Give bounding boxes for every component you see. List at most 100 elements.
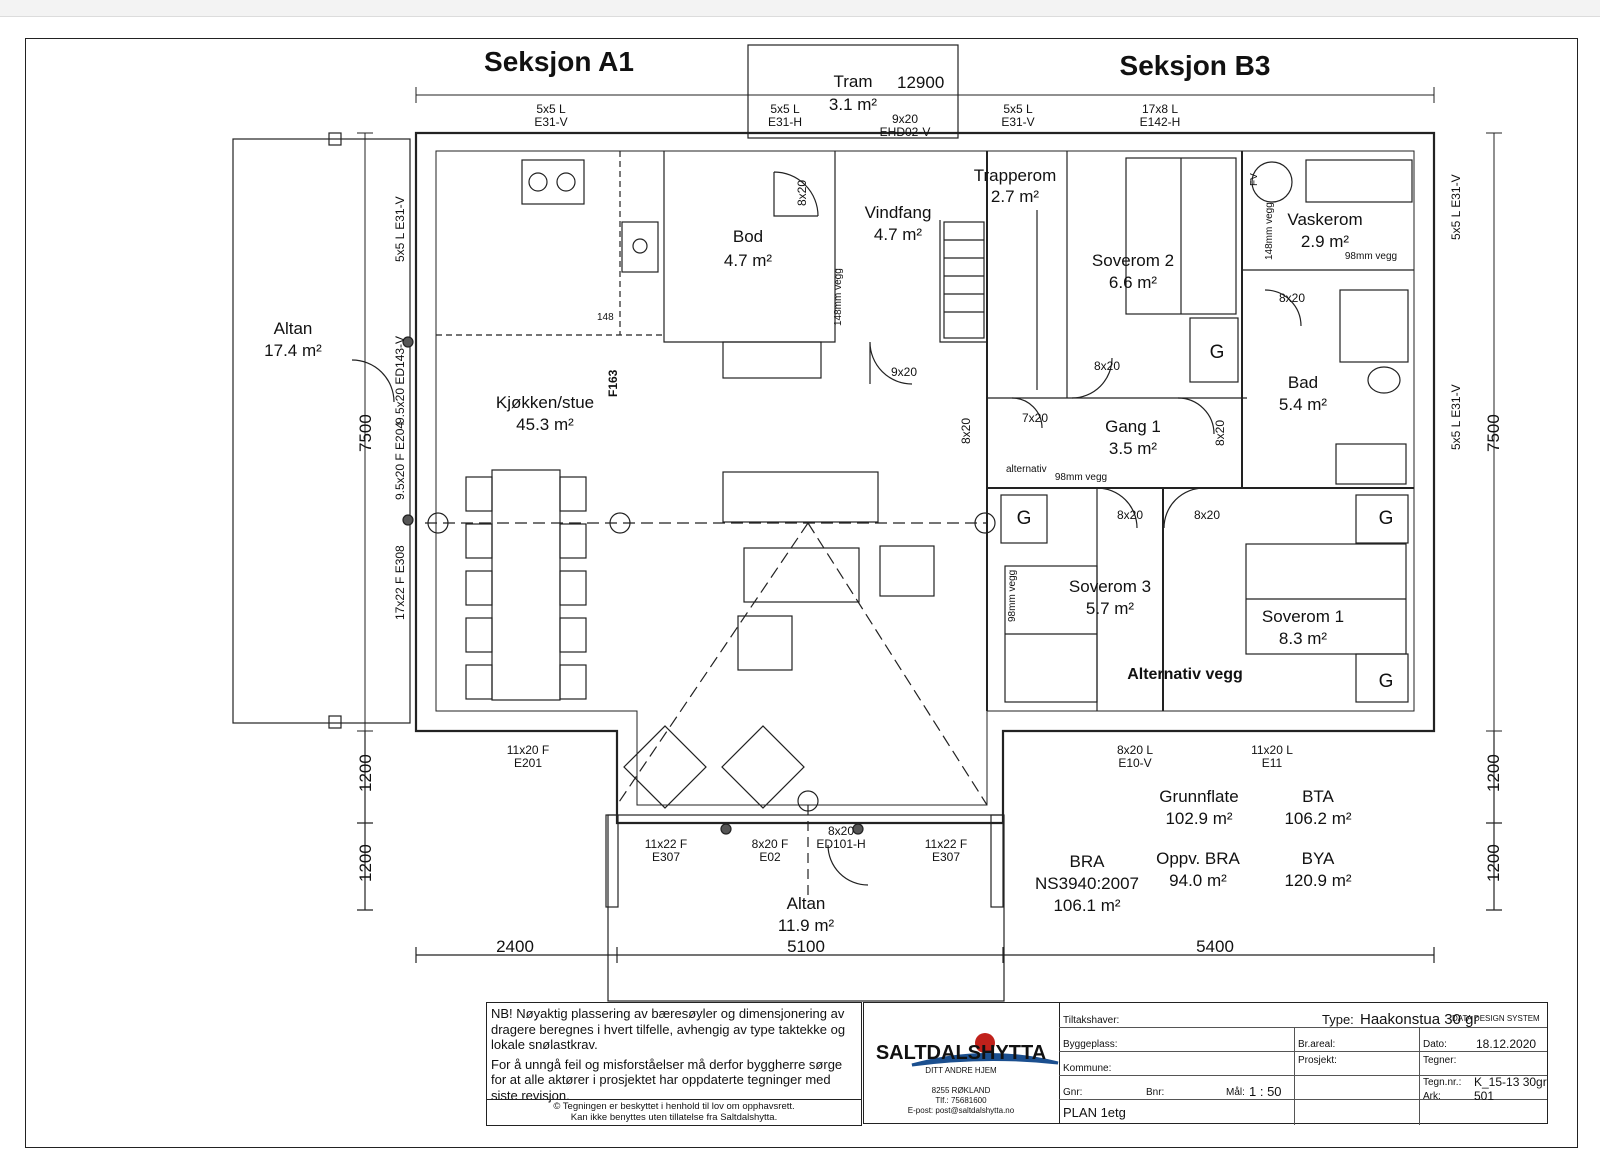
west-terrace-outline xyxy=(232,138,411,724)
scale-value: 1 : 50 xyxy=(1249,1084,1282,1099)
ark-value: 501 xyxy=(1474,1089,1495,1103)
room-vaskerom-name: Vaskerom xyxy=(1287,210,1363,229)
window-label-vertical: 5x5 L E31-V xyxy=(1449,384,1463,450)
room-soverom1-name: Soverom 1 xyxy=(1261,607,1345,626)
sofa xyxy=(722,471,879,523)
window-label: E307 xyxy=(931,850,961,864)
window-label: E02 xyxy=(759,850,781,864)
dimension-left-1200: 1200 xyxy=(356,754,375,792)
alternativ-vegg-label: Alternativ vegg xyxy=(1127,666,1243,683)
company-name: SALTDALSHYTTA xyxy=(875,1042,1047,1064)
area-oppv-label: Oppv. BRA xyxy=(1156,849,1240,868)
room-gang1-name: Gang 1 xyxy=(1105,417,1161,436)
copyright-notice: © Tegningen er beskyttet i henhold til l… xyxy=(487,1099,861,1123)
roof-lines xyxy=(616,522,988,806)
window-label: 5x5 L xyxy=(770,102,800,116)
area-grunnflate-label: Grunnflate xyxy=(1159,787,1239,806)
area-bra-value: 106.1 m² xyxy=(1053,896,1121,915)
area-oppv-value: 94.0 m² xyxy=(1169,871,1227,890)
window-label: 9x20 xyxy=(891,112,919,126)
notice-box: NB! Nøyaktig plassering av bæresøyler og… xyxy=(486,1002,862,1126)
door-label: 8x20 xyxy=(795,179,809,206)
g-marker: G xyxy=(1209,342,1225,363)
south-terrace-outline xyxy=(607,814,1005,1002)
company-email: E-post: post@saltdalshytta.no xyxy=(907,1106,1015,1115)
window-label: E31-H xyxy=(767,115,803,129)
tram-outline xyxy=(747,44,959,139)
area-bya-label: BYA xyxy=(1301,849,1335,868)
prosjekt-label: Prosjekt: xyxy=(1298,1055,1337,1066)
window-label-vertical: 17x22 F E308 xyxy=(393,545,407,620)
notice-paragraph-2: For å unngå feil og misforståelser må de… xyxy=(491,1056,843,1103)
area-grunnflate-value: 102.9 m² xyxy=(1165,809,1233,828)
dimension-top: 12900 xyxy=(897,73,945,92)
company-address: 8255 RØKLAND xyxy=(931,1086,991,1095)
door-label: 8x20 xyxy=(1116,508,1144,522)
window-label: 5x5 L xyxy=(1003,102,1033,116)
kommune-label: Kommune: xyxy=(1063,1063,1112,1074)
company-phone: Tlf.: 75681600 xyxy=(935,1096,987,1105)
room-bad-area: 5.4 m² xyxy=(1278,395,1328,414)
window-label: 5x5 L xyxy=(536,102,566,116)
column-label: F163 xyxy=(606,369,620,397)
company-logo-area: SALTDALSHYTTA DITT ANDRE HJEM 8255 RØKLA… xyxy=(864,1003,1060,1123)
window-label: E307 xyxy=(651,850,681,864)
window-label: 11x22 F xyxy=(644,837,688,851)
window-label-vertical: 5x5 L E31-V xyxy=(393,196,407,262)
window-label: 8x20 F xyxy=(751,837,789,851)
plan-name: PLAN 1etg xyxy=(1063,1105,1126,1120)
dato-label: Dato: xyxy=(1423,1039,1447,1050)
tegn-nr-value: K_15-13 30gr xyxy=(1474,1075,1547,1089)
room-altan-south-area: 11.9 m² xyxy=(777,916,835,935)
room-bad-name: Bad xyxy=(1287,373,1319,392)
room-soverom3-area: 5.7 m² xyxy=(1085,599,1135,618)
data-design-mark: DATA DESIGN SYSTEM xyxy=(1452,1014,1540,1023)
byggeplass-label: Byggeplass: xyxy=(1063,1039,1118,1050)
window-label: 8x20 L xyxy=(1116,743,1154,757)
room-trapperom-name: Trapperom xyxy=(973,166,1057,185)
room-trapperom-area: 2.7 m² xyxy=(990,187,1040,206)
room-soverom3-name: Soverom 3 xyxy=(1068,577,1152,596)
dining-table xyxy=(491,469,561,701)
door-label: 8x20 xyxy=(827,824,855,838)
area-bra-standard: NS3940:2007 xyxy=(1035,874,1139,893)
wall-note: 148mm vegg xyxy=(833,268,844,326)
window-label: 17x8 L xyxy=(1141,102,1179,116)
room-soverom2-area: 6.6 m² xyxy=(1108,273,1158,292)
room-tram-name: Tram xyxy=(833,72,873,91)
area-bra-label: BRA xyxy=(1069,852,1105,871)
door-label-vertical: 9.5x20 ED143-V xyxy=(393,335,407,424)
window-label: E201 xyxy=(513,756,543,770)
room-tram-area: 3.1 m² xyxy=(828,95,878,114)
logo-mountain-icon xyxy=(911,1052,1059,1067)
room-altan-west-area: 17.4 m² xyxy=(264,341,322,360)
g-marker: G xyxy=(1016,508,1032,529)
wall-note: 98mm vegg xyxy=(1054,472,1108,483)
type-value: Haakonstua 30 gr xyxy=(1360,1011,1479,1028)
area-bya-value: 120.9 m² xyxy=(1284,871,1352,890)
room-soverom1-area: 8.3 m² xyxy=(1278,629,1328,648)
wall-note: 148mm vegg xyxy=(1264,202,1275,260)
wall-note: 98mm vegg xyxy=(1344,251,1398,262)
door-label: 8x20 xyxy=(1193,508,1221,522)
bod-walls xyxy=(663,151,836,343)
company-tagline: DITT ANDRE HJEM xyxy=(925,1066,997,1075)
dimension-right-1200: 1200 xyxy=(1484,754,1503,792)
dimension-bottom-2400: 2400 xyxy=(496,937,534,956)
window-label: E11 xyxy=(1261,756,1283,770)
dimension-bottom-5100: 5100 xyxy=(787,937,825,956)
window-label: E142-H xyxy=(1139,115,1181,129)
area-bta-value: 106.2 m² xyxy=(1284,809,1352,828)
br-areal-label: Br.areal: xyxy=(1298,1039,1336,1050)
window-label: 11x20 L xyxy=(1251,743,1293,757)
dimension-bottom-5400: 5400 xyxy=(1196,937,1234,956)
dato-value: 18.12.2020 xyxy=(1476,1037,1537,1051)
window-label-vertical: 5x5 L E31-V xyxy=(1449,174,1463,240)
title-block: SALTDALSHYTTA DITT ANDRE HJEM 8255 RØKLA… xyxy=(863,1002,1548,1125)
window-label: E31-V xyxy=(1001,115,1035,129)
door-label: 7x20 xyxy=(1021,411,1049,425)
room-soverom2-name: Soverom 2 xyxy=(1091,251,1175,270)
door-label: 8x20 xyxy=(1278,291,1306,305)
room-gang1-area: 3.5 m² xyxy=(1108,439,1158,458)
